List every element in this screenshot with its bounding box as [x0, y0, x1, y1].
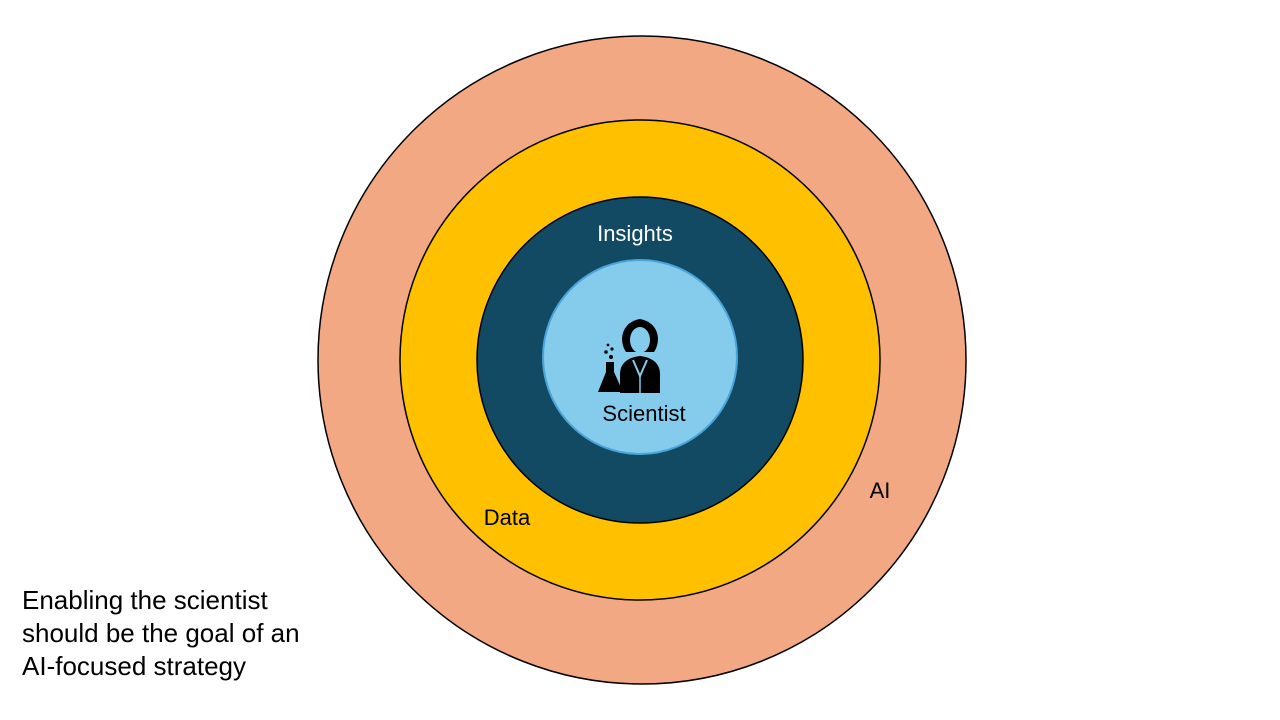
caption-line: AI-focused strategy — [22, 651, 246, 681]
label-scientist: Scientist — [602, 401, 685, 426]
label-data: Data — [484, 505, 531, 530]
caption-line: should be the goal of an — [22, 618, 300, 648]
label-ai: AI — [870, 478, 891, 503]
caption-line: Enabling the scientist — [22, 585, 268, 615]
label-insights: Insights — [597, 221, 673, 246]
scientist-icon — [598, 319, 660, 393]
caption-text: Enabling the scientist should be the goa… — [22, 584, 362, 683]
